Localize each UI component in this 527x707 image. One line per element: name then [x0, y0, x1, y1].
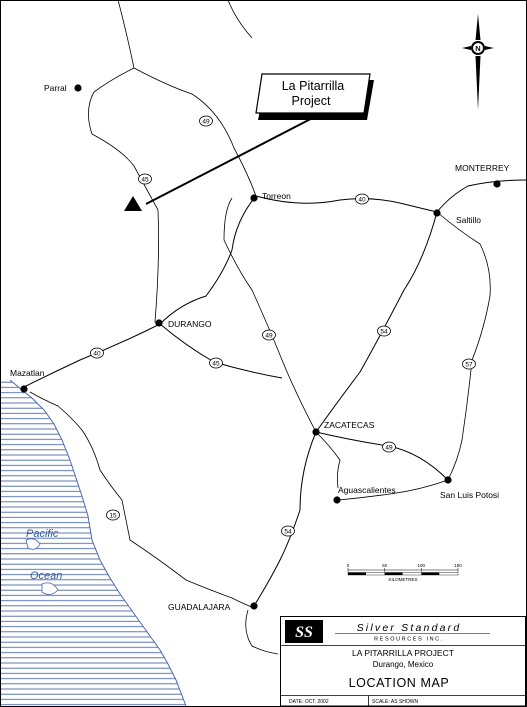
highway-shield-45-north: 45 [138, 173, 152, 185]
city-label-parral: Parral [44, 83, 67, 93]
city-dot-saltillo [433, 209, 441, 217]
svg-text:54: 54 [284, 528, 292, 535]
callout-line-1: La Pitarrilla [282, 79, 345, 93]
callout-pointer-line [145, 109, 329, 205]
company-logo: SS [285, 620, 323, 643]
city-dot-aguascalientes [333, 496, 341, 504]
city-dot-durango [155, 319, 163, 327]
scale-tick-0: 0 [347, 563, 350, 568]
project-site-marker [124, 196, 142, 211]
city-label-zacatecas: ZACATECAS [324, 420, 375, 430]
city-dot-monterrey [493, 180, 501, 188]
map-date: DATE: OCT. 2002 [289, 699, 329, 705]
city-label-san-luis-potosi: San Luis Potosi [440, 490, 499, 500]
city-dot-parral [74, 84, 82, 92]
highway-shields: 49 45 40 49 54 57 40 45 [90, 115, 476, 537]
project-callout-box: La Pitarrilla Project [255, 73, 374, 120]
map-scale-note: SCALE: AS SHOWN [372, 699, 419, 705]
ocean-label-pacific: Pacific [26, 528, 59, 540]
highway-shield-49-north: 49 [199, 115, 213, 127]
scale-tick-100: 100 [418, 563, 426, 568]
pacific-ocean-area [1, 379, 187, 707]
svg-text:49: 49 [202, 118, 210, 125]
title-block: SS Silver Standard RESOURCES INC. LA PIT… [280, 616, 526, 707]
project-location: Durango, Mexico [373, 660, 434, 669]
city-dot-mazatlan [20, 385, 28, 393]
highway-shield-40-west: 40 [90, 347, 104, 359]
highway-shield-49-central: 49 [262, 329, 276, 341]
svg-text:49: 49 [265, 332, 273, 339]
boundary-lines [29, 0, 491, 655]
highway-shield-15: 15 [106, 509, 120, 521]
city-label-torreon: Torreon [262, 191, 291, 201]
svg-text:SS: SS [295, 624, 313, 641]
svg-text:54: 54 [380, 328, 388, 335]
city-dot-guadalajara [250, 602, 258, 610]
svg-text:45: 45 [212, 360, 220, 367]
scale-unit: KILOMETRES [388, 577, 417, 582]
company-subtitle: RESOURCES INC. [374, 637, 444, 643]
svg-text:45: 45 [141, 176, 149, 183]
highway-shield-49-south: 49 [382, 441, 396, 453]
highway-shield-45-south: 45 [209, 357, 223, 369]
svg-text:57: 57 [465, 361, 473, 368]
city-label-mazatlan: Mazatlan [10, 368, 45, 378]
highway-shield-40-east: 40 [355, 193, 369, 205]
north-arrow: N [462, 14, 494, 110]
highway-shield-54-south: 54 [281, 525, 295, 537]
city-label-durango: DURANGO [168, 319, 212, 329]
scale-tick-150: 150 [454, 563, 462, 568]
city-dot-san-luis-potosi [444, 476, 452, 484]
svg-text:49: 49 [385, 444, 393, 451]
svg-text:15: 15 [109, 512, 117, 519]
city-dot-torreon [250, 194, 258, 202]
scale-bar: 0 50 100 150 KILOMETRES [347, 563, 463, 582]
highway-roads [21, 179, 527, 607]
city-labels: Parral Torreon MONTERREY Saltillo DURANG… [10, 83, 510, 612]
scale-tick-50: 50 [382, 563, 388, 568]
city-dot-zacatecas [312, 428, 320, 436]
highway-shield-54-north: 54 [377, 325, 391, 337]
svg-text:40: 40 [358, 196, 366, 203]
city-markers [20, 84, 501, 610]
city-label-guadalajara: GUADALAJARA [168, 602, 231, 612]
ocean-label-ocean: Ocean [30, 570, 62, 582]
city-label-saltillo: Saltillo [456, 215, 481, 225]
city-label-monterrey: MONTERREY [455, 163, 510, 173]
project-title: LA PITARRILLA PROJECT [352, 648, 454, 658]
city-label-aguascalientes: Aguascalientes [338, 485, 396, 495]
map-title: LOCATION MAP [349, 676, 450, 690]
highway-shield-57: 57 [462, 358, 476, 370]
svg-text:40: 40 [93, 350, 101, 357]
callout-line-2: Project [292, 94, 331, 108]
north-label: N [475, 44, 480, 53]
company-name: Silver Standard [357, 622, 462, 634]
